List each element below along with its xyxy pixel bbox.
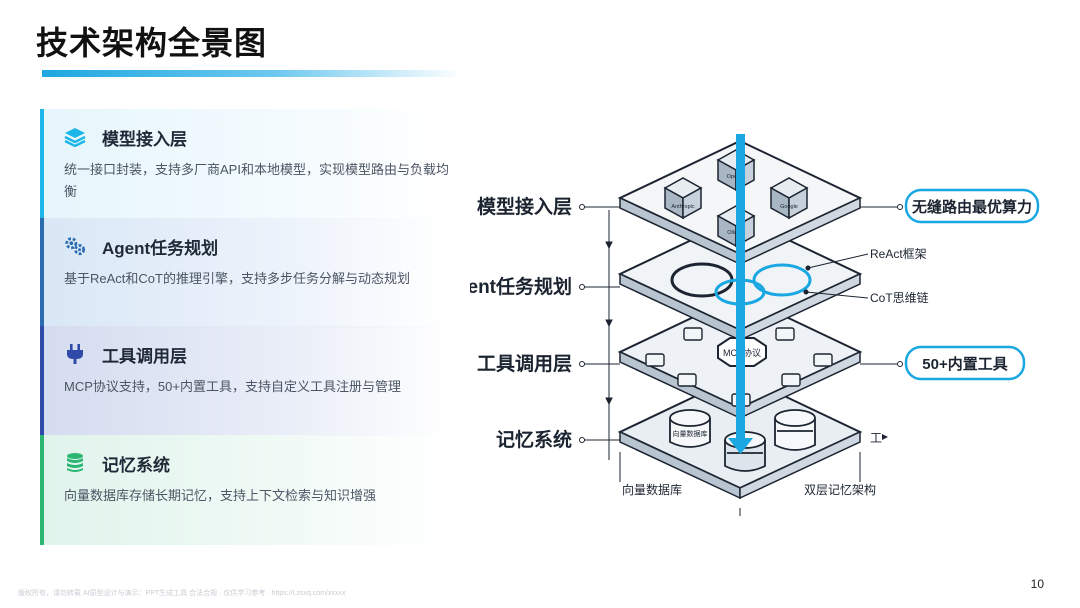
footer-note: 版权所有，请勿转载 AI原型设计与演示：PPT生成工具 合法合规 · 仅供学习参… [18,590,346,597]
layer-label-tools: 工具调用层 [477,353,572,375]
layer-labels: 模型接入层 Agent任务规划 工具调用层 记忆系统 [470,195,572,451]
callout-tools-text: 50+内置工具 [922,355,1007,373]
annotation-cot: CoT思维链 [870,290,929,305]
card-title: Agent任务规划 [102,238,219,258]
card-model-access: 模型接入层 统一接口封装，支持多厂商API和本地模型，实现模型路由与负载均衡 [40,109,450,219]
database-icon [64,452,86,474]
architecture-diagram: 向量数据库 MCP协议 [470,134,1040,516]
card-tool-calling: 工具调用层 MCP协议支持，50+内置工具，支持自定义工具注册与管理 [40,326,450,436]
page-number: 10 [1030,577,1044,591]
callout-tools: 50+内置工具 [860,345,1026,381]
card-desc: 基于ReAct和CoT的推理引擎，支持多步任务分解与动态规划 [64,271,410,286]
title-underline [42,70,462,77]
layer-label-agent: Agent任务规划 [470,275,572,298]
model-box-label: Anthropic [671,204,694,210]
data-flow-beam [728,134,753,454]
annotation-dual-memory: 双层记忆架构 [804,482,876,497]
annotation-leaders [803,253,869,299]
card-desc: 向量数据库存储长期记忆，支持上下文检索与知识增强 [64,488,377,503]
card-desc: MCP协议支持，50+内置工具，支持自定义工具注册与管理 [64,379,401,394]
db-label: 向量数据库 [673,429,708,438]
annotation-tool-short: 工 [870,431,882,445]
card-title: 模型接入层 [102,129,187,149]
card-title: 记忆系统 [102,455,170,475]
layer-label-leaders [579,204,620,443]
card-desc: 统一接口封装，支持多厂商API和本地模型，实现模型路由与负载均衡 [64,162,449,199]
callout-top-text: 无缝路由最优算力 [911,198,1032,216]
model-box-label: Google [780,204,798,210]
tool-icons [645,327,833,407]
card-title: 工具调用层 [102,346,187,366]
gears-icon [64,235,86,257]
callout-top: 无缝路由最优算力 [860,188,1040,224]
annotation-react: ReAct框架 [870,247,927,261]
page-title: 技术架构全景图 [36,25,268,61]
database-cylinder-icon [669,409,816,472]
card-agent-planning: Agent任务规划 基于ReAct和CoT的推理引擎，支持多步任务分解与动态规划 [40,218,450,328]
layer-label-model: 模型接入层 [477,195,572,218]
dimension-guides [605,210,613,460]
layer-label-memory: 记忆系统 [496,428,572,451]
annotation-vector-db: 向量数据库 [622,482,682,497]
bottom-dimension-lines [619,452,861,516]
plug-icon [64,343,86,365]
card-memory: 记忆系统 向量数据库存储长期记忆，支持上下文检索与知识增强 [40,435,450,545]
layers-icon [64,126,86,148]
